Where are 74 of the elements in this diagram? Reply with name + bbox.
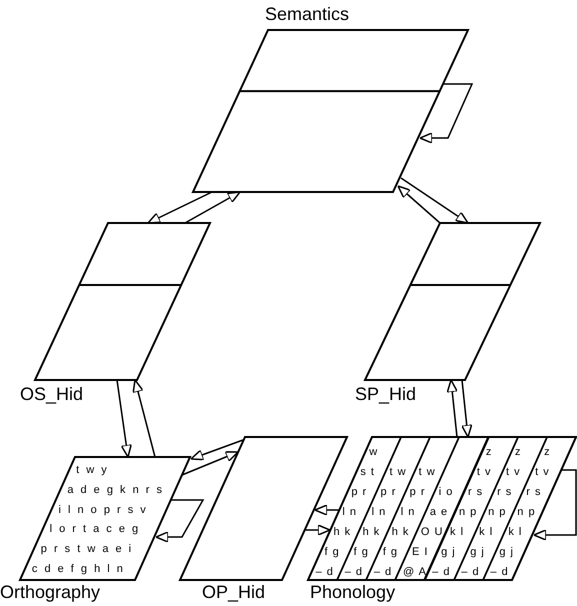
unit-letters: t v (506, 467, 520, 478)
unit-letters: s t (360, 467, 374, 478)
unit-letters: k l (479, 527, 492, 538)
connection-arrow (419, 83, 474, 144)
connection-arrow (116, 380, 132, 458)
layer-label: OP_Hid (202, 583, 266, 601)
unit-letters: – d (461, 567, 479, 578)
layer-label: OS_Hid (20, 385, 84, 403)
unit-letters: a e (430, 507, 448, 518)
unit-letters: O U (420, 527, 442, 538)
unit-letters: f g (324, 547, 339, 558)
unit-letters: f g (354, 547, 368, 558)
unit-letters: g j (499, 547, 513, 558)
unit-letters: g j (470, 547, 484, 558)
connection-arrow (461, 380, 472, 438)
unit-letters: – d (316, 567, 333, 578)
layer-label: SP_Hid (355, 385, 416, 403)
connection-arrow (400, 177, 469, 224)
connection-arrow (132, 379, 156, 458)
connection-arrow (182, 451, 239, 476)
unit-letters: f g (382, 547, 398, 558)
connection-arrow (533, 469, 577, 541)
connection-arrow (305, 524, 331, 536)
unit-letters: z (486, 447, 492, 458)
unit-letters: t w (418, 467, 435, 478)
unit-letters: i l n o p r s v (58, 504, 146, 516)
unit-letters: l n (342, 507, 356, 518)
layer-label: Semantics (265, 5, 350, 23)
unit-letters: r s (468, 487, 482, 498)
unit-letters: l n (372, 507, 386, 518)
connection-arrow (446, 379, 458, 438)
unit-letters: w (369, 447, 378, 458)
unit-letters: r s (526, 487, 540, 498)
unit-letters: p r (410, 487, 424, 498)
unit-letters: i o (438, 487, 452, 498)
phoneme-slot (482, 437, 576, 580)
unit-letters: @ A (403, 567, 426, 578)
unit-letters: p r (380, 487, 396, 498)
unit-letters: c d e f g h l n (32, 564, 123, 575)
unit-letters: g j (441, 547, 455, 558)
connection-arrow (314, 504, 339, 516)
unit-letters: – d (490, 567, 508, 578)
connection-arrow (184, 191, 241, 224)
unit-letters: k l (450, 527, 464, 538)
layer-label: Orthography (0, 583, 100, 601)
unit-letters: E I (412, 547, 428, 558)
unit-letters: k l (508, 527, 522, 538)
unit-letters: – d (432, 567, 450, 578)
connection-arrow (155, 499, 204, 543)
unit-letters: z (514, 447, 520, 458)
unit-letters: h k (362, 527, 380, 538)
layer-label: Phonology (310, 583, 396, 601)
connection-arrow (190, 439, 244, 460)
unit-letters: t v (476, 467, 491, 478)
unit-letters: a d e g k n r s (67, 484, 162, 496)
unit-letters: p r s t w a e i (40, 544, 132, 556)
unit-letters: n p (517, 507, 535, 518)
unit-letters: r s (497, 487, 512, 498)
unit-letters: p r (351, 487, 366, 498)
unit-letters: – d (344, 567, 362, 578)
unit-letters: t w (389, 467, 406, 478)
unit-letters: n p (458, 507, 476, 518)
unit-letters: n p (488, 507, 506, 518)
unit-letters: z (544, 447, 550, 458)
unit-letters: l o r t a c e g (50, 524, 138, 536)
unit-letters: t v (535, 467, 549, 478)
unit-letters: h k (392, 527, 408, 538)
connection-arrow (147, 191, 212, 224)
phoneme-slot (366, 437, 460, 580)
unit-letters: h k (333, 527, 350, 538)
connection-arrow (397, 185, 440, 224)
unit-letters: l n (400, 507, 414, 518)
unit-letters: – d (374, 567, 392, 578)
unit-letters: t w y (76, 465, 107, 476)
